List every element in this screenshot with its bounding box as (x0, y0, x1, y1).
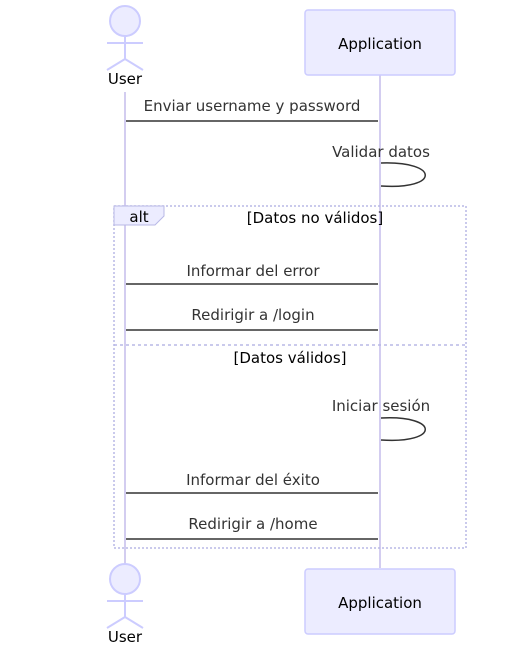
message-label-1: Enviar username y password (144, 97, 361, 115)
application-label-bottom: Application (338, 594, 422, 612)
message-label-7: Redirigir a /home (188, 515, 317, 533)
alt-keyword: alt (129, 208, 148, 226)
alt-block (113, 205, 467, 549)
message-label-5: Iniciar sesión (332, 397, 430, 415)
self-loop-arrow-2 (380, 417, 426, 442)
application-box-top: Application (304, 9, 456, 76)
self-loop-arrow-1 (380, 162, 426, 188)
message-label-6: Informar del éxito (186, 471, 320, 489)
application-box-bottom: Application (304, 568, 456, 635)
user-label-bottom: User (108, 628, 143, 645)
message-label-3: Informar del error (186, 262, 320, 280)
alt-keyword-tab (113, 205, 165, 226)
application-label-top: Application (338, 35, 422, 53)
message-label-4: Redirigir a /login (191, 306, 314, 324)
user-actor-top: User (106, 5, 144, 88)
user-label-top: User (108, 70, 143, 88)
message-label-2: Validar datos (332, 143, 430, 161)
user-actor-bottom: User (106, 563, 144, 645)
alt-condition-2: [Datos válidos] (233, 349, 346, 367)
alt-condition-1: [Datos no válidos] (247, 209, 383, 227)
